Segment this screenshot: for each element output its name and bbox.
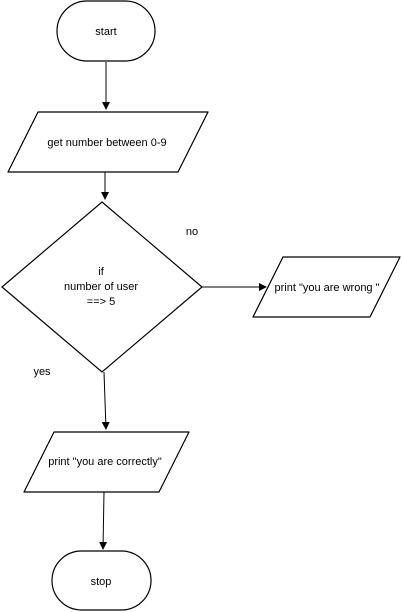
connector-decision-to-correct bbox=[101, 371, 110, 430]
start-terminal bbox=[56, 0, 156, 62]
decision-diamond bbox=[1, 201, 203, 373]
correct-output-box bbox=[23, 431, 190, 493]
input-label: get number between 0-9 bbox=[47, 137, 166, 149]
connector-correct-to-stop bbox=[99, 491, 108, 550]
decision-line-3: ==> 5 bbox=[87, 296, 115, 308]
stop-label: stop bbox=[91, 576, 112, 588]
no-label: no bbox=[186, 226, 198, 238]
yes-label: yes bbox=[33, 366, 51, 378]
decision-line-1: if bbox=[98, 266, 104, 278]
wrong-output-label: print "you are wrong " bbox=[274, 282, 379, 294]
stop-terminal bbox=[51, 550, 152, 611]
correct-output-label: print "you are correctly" bbox=[48, 456, 162, 468]
start-label: start bbox=[95, 26, 116, 38]
decision-line-2: number of user bbox=[64, 281, 138, 293]
input-box bbox=[7, 111, 209, 173]
wrong-output-box bbox=[252, 256, 401, 318]
